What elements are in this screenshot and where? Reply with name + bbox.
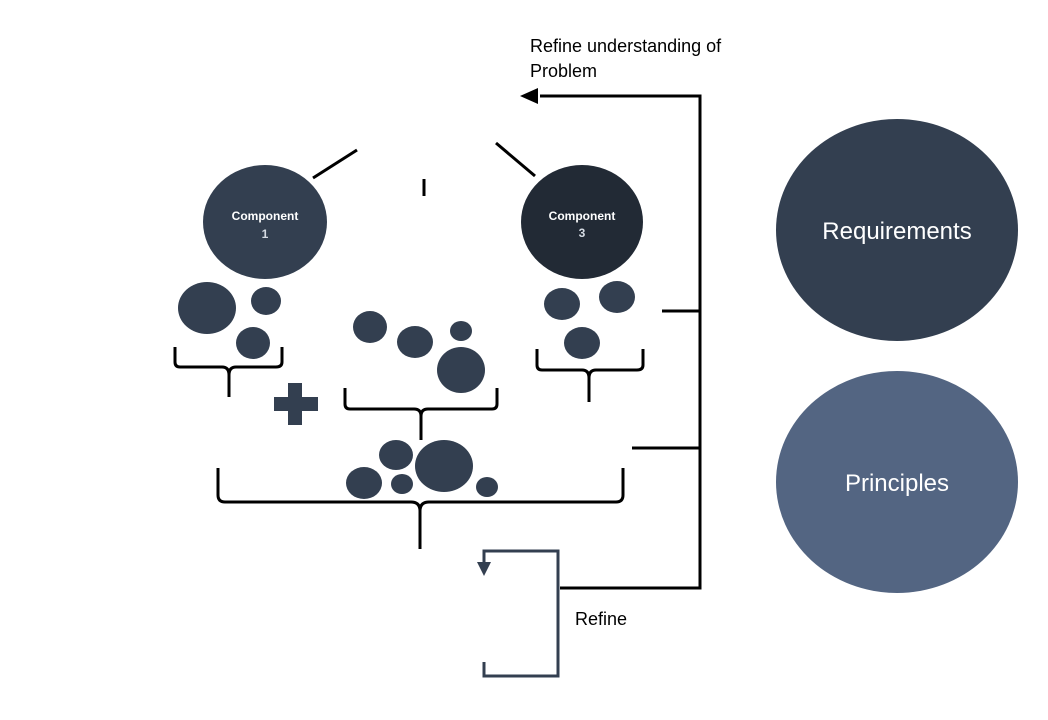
- principles-label: Principles: [845, 470, 949, 497]
- middle-dot-cluster: [353, 311, 485, 393]
- refine-loop-line: [482, 549, 560, 678]
- dot: [353, 311, 387, 343]
- dot: [236, 327, 270, 359]
- feedback-loop-connector: [540, 94, 702, 590]
- component-3-number: 3: [579, 226, 586, 240]
- right-dot-cluster: [544, 281, 635, 359]
- component-1-label: Component: [232, 209, 299, 223]
- arrowhead-down-icon: [477, 562, 491, 576]
- bottom-dot-cluster: [346, 440, 498, 499]
- dot: [346, 467, 382, 499]
- principles-node: [776, 371, 1018, 593]
- brace-bottom: [216, 468, 625, 549]
- component-3-label: Component: [549, 209, 616, 223]
- dot: [379, 440, 413, 470]
- refine-label: Refine: [575, 609, 627, 629]
- dot: [397, 326, 433, 358]
- connector-right: [495, 141, 536, 178]
- dot: [415, 440, 473, 492]
- connector-left: [312, 148, 358, 180]
- dot: [251, 287, 281, 315]
- brace-middle: [343, 388, 499, 440]
- component-3-node: [521, 165, 643, 279]
- top-connectors: [312, 141, 536, 196]
- dot: [450, 321, 472, 341]
- requirements-node: [776, 119, 1018, 341]
- component-1-number: 1: [262, 227, 269, 241]
- brace-right: [535, 349, 645, 402]
- brace-left: [173, 347, 284, 397]
- refine-loop-connector: [482, 549, 560, 678]
- requirements-label: Requirements: [822, 218, 971, 245]
- dot: [476, 477, 498, 497]
- dot: [178, 282, 236, 334]
- dot: [544, 288, 580, 320]
- left-dot-cluster: [178, 282, 281, 359]
- refine-problem-label-line2: Problem: [530, 61, 597, 81]
- component-1-node: [203, 165, 327, 279]
- braces: [173, 347, 645, 549]
- feedback-loop-line: [540, 94, 702, 590]
- dot: [599, 281, 635, 313]
- dot: [437, 347, 485, 393]
- dot: [391, 474, 413, 494]
- dot: [564, 327, 600, 359]
- refine-problem-label-line1: Refine understanding of: [530, 36, 722, 56]
- arrowhead-left-icon: [520, 88, 538, 104]
- plus-icon: [274, 383, 318, 425]
- plus-icon-horizontal: [274, 397, 318, 411]
